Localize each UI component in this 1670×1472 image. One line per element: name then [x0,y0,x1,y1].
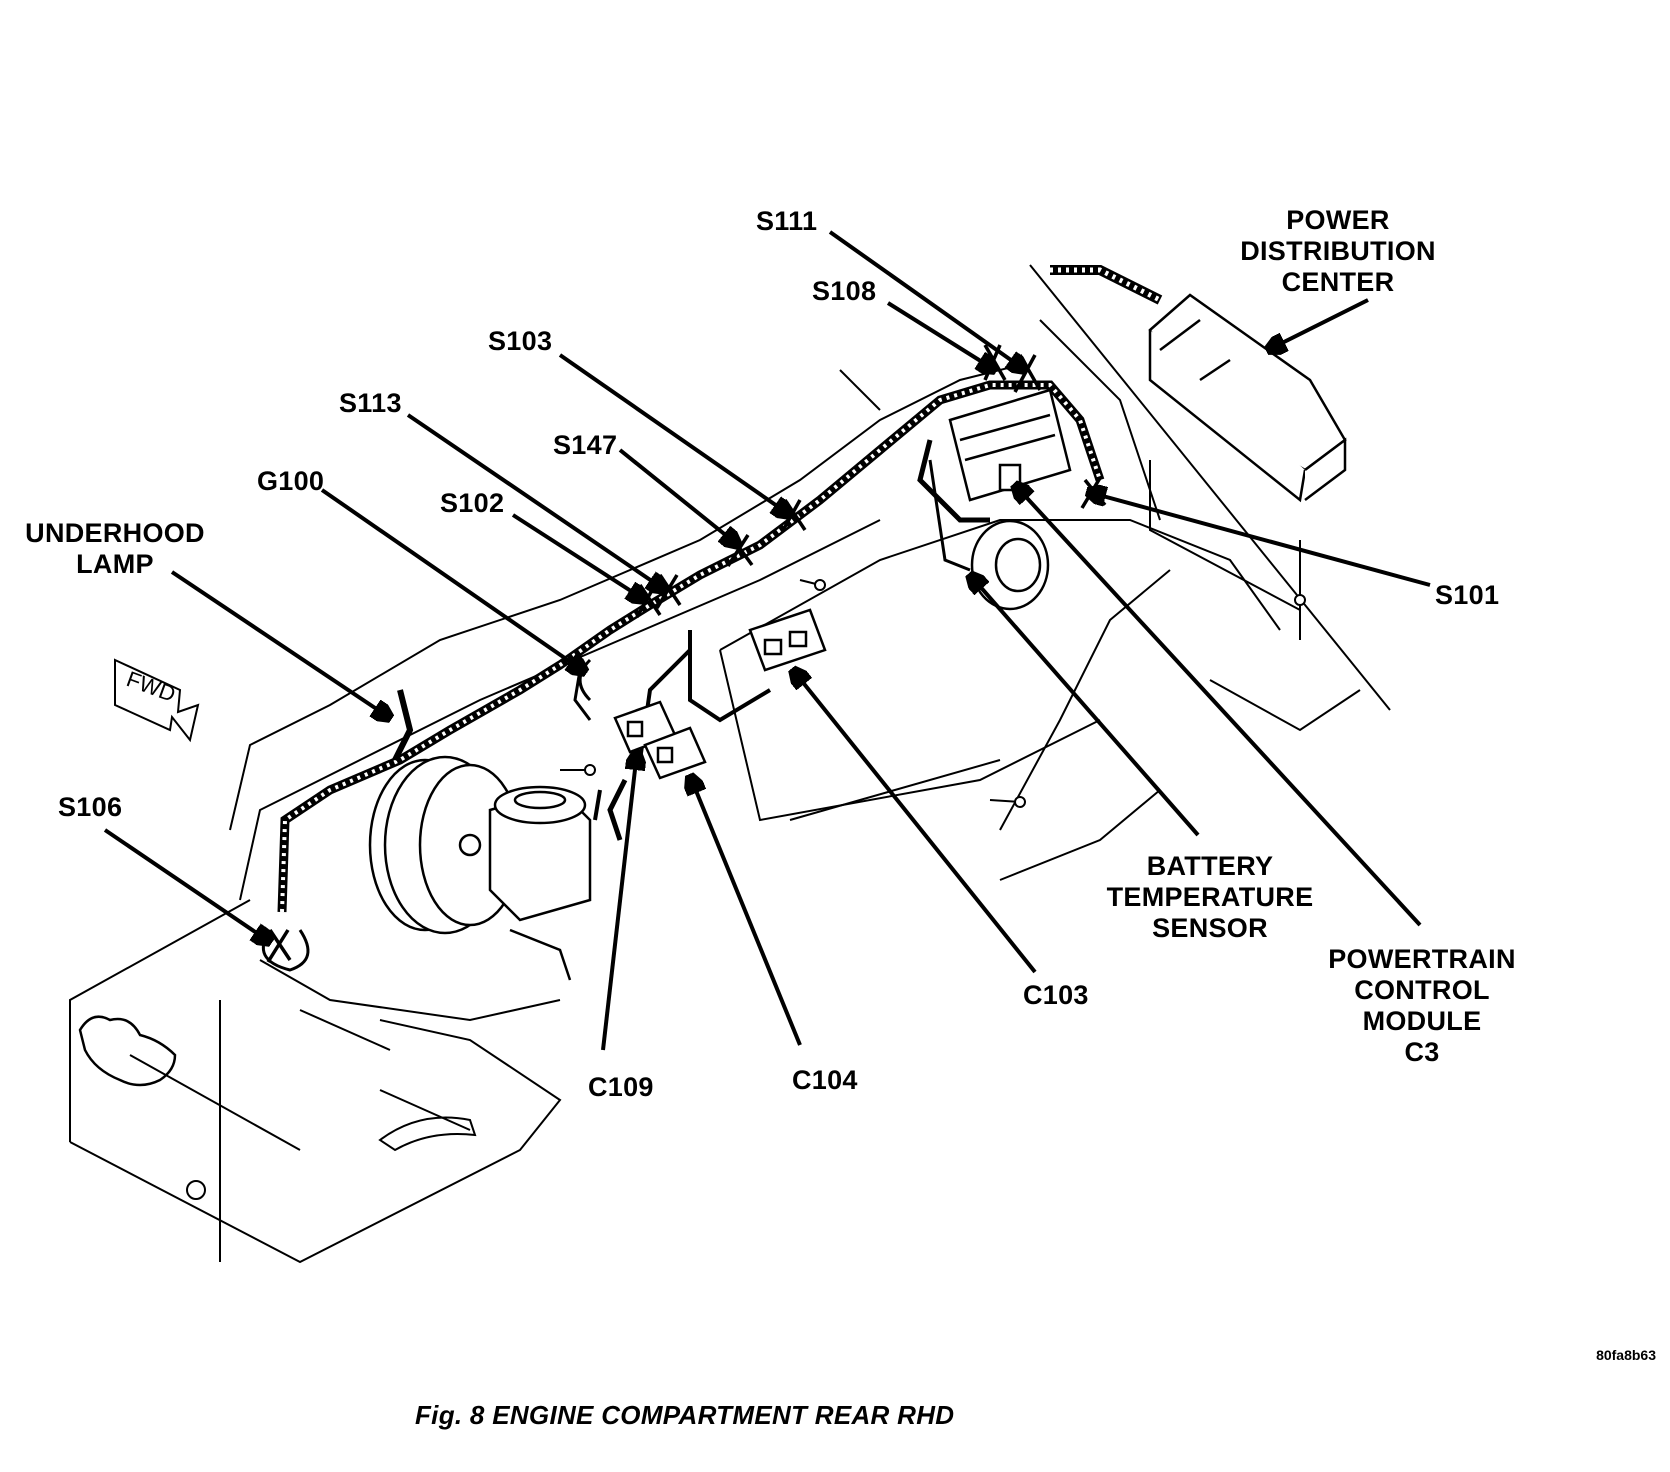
label-line: S113 [339,388,402,418]
label-line: C103 [1023,980,1089,1010]
label-line: POWER [1286,205,1390,235]
leader-battery-temperature-sensor [970,575,1200,837]
label-s106: S106 [58,792,122,823]
label-s102: S102 [440,488,504,519]
leader-power-distribution-center [1268,298,1369,350]
leader-s111 [828,230,1025,370]
label-line: UNDERHOOD [25,518,205,548]
leader-s147 [618,448,738,545]
label-line: CONTROL [1354,975,1490,1005]
powertrain-control-module-body [948,388,1072,502]
bolts [560,579,1306,808]
label-line: BATTERY [1146,851,1274,881]
label-c109: C109 [588,1072,654,1103]
label-underhood-lamp: UNDERHOOD LAMP [20,518,210,580]
label-s147: S147 [553,430,617,461]
leader-c109 [601,752,637,1051]
leader-s113 [406,413,665,590]
label-line: S102 [440,488,505,518]
grille-badge-shape [78,1015,177,1087]
label-s113: S113 [339,388,402,419]
vehicle-body-outline [69,264,1391,1264]
label-line: S103 [488,326,553,356]
label-g100: G100 [257,466,324,497]
label-line: S108 [812,276,877,306]
image-code: 80fa8b63 [1596,1347,1656,1363]
leader-powertrain-control-module [1015,485,1422,927]
pdc-bracket [1149,460,1301,612]
label-line: SENSOR [1152,913,1268,943]
label-s111: S111 [756,206,817,237]
leader-s101 [1088,492,1431,587]
leader-c103 [793,670,1037,974]
label-line: POWERTRAIN [1328,944,1516,974]
figure-caption: Fig. 8 ENGINE COMPARTMENT REAR RHD [415,1400,955,1430]
battery-temperature-sensor-body [970,519,1050,611]
master-cylinder [488,785,592,981]
label-line: C3 [1404,1037,1440,1067]
label-battery-temperature-sensor: BATTERY TEMPERATURE SENSOR [1100,851,1320,944]
label-s101: S101 [1435,580,1499,611]
connectors [613,608,827,780]
label-line: MODULE [1362,1006,1482,1036]
fender-hole [186,1180,206,1200]
leader-s108 [886,301,995,370]
label-line: S147 [553,430,618,460]
leader-s106 [103,828,270,942]
label-line: DISTRIBUTION [1240,236,1436,266]
leader-s103 [558,353,790,515]
label-line: LAMP [76,549,154,579]
fender-scoop [378,1116,477,1152]
label-c103: C103 [1023,980,1089,1011]
label-line: S101 [1435,580,1500,610]
label-line: C109 [588,1072,654,1102]
label-power-distribution-center: POWER DISTRIBUTION CENTER [1228,205,1448,298]
label-line: S111 [756,206,818,236]
label-c104: C104 [792,1065,858,1096]
label-line: CENTER [1281,267,1395,297]
wiring-harness [261,265,1163,972]
label-s108: S108 [812,276,876,307]
leader-s102 [511,513,645,600]
power-distribution-center-box [1148,293,1347,503]
leader-g100 [320,488,585,672]
label-line: S106 [58,792,123,822]
label-line: G100 [257,466,325,496]
label-line: C104 [792,1065,858,1095]
label-s103: S103 [488,326,552,357]
label-powertrain-control-module: POWERTRAIN CONTROL MODULE C3 [1322,944,1522,1068]
label-line: TEMPERATURE [1106,882,1314,912]
leader-underhood-lamp [170,570,390,718]
leader-c104 [690,776,802,1046]
